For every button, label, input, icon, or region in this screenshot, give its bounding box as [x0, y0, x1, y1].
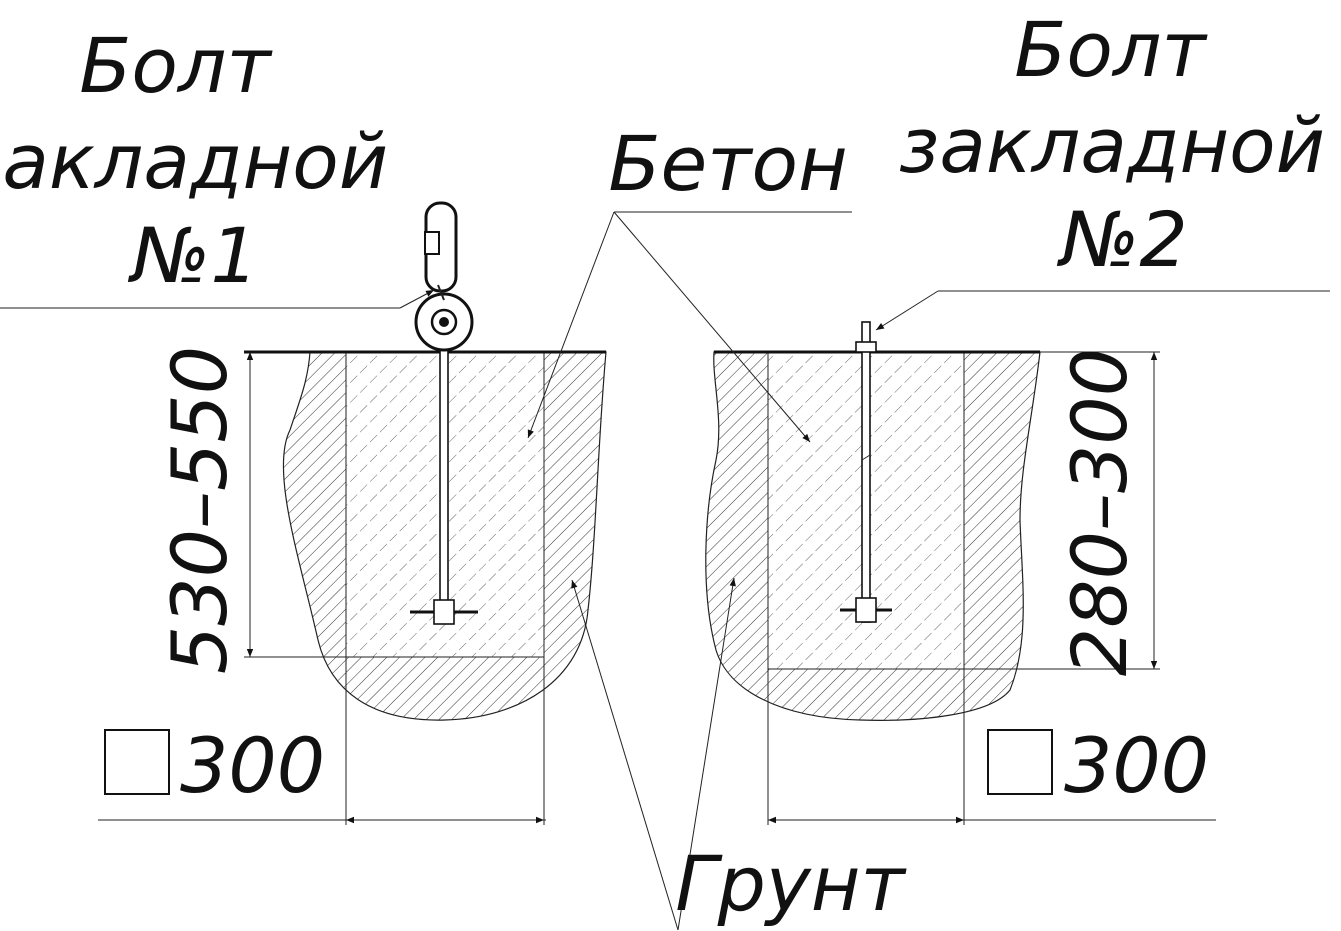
foundation-2	[705, 321, 1160, 825]
leader-soil	[571, 577, 736, 931]
depth-label-1: 530–550	[155, 346, 244, 674]
foundation-1	[244, 201, 607, 825]
dimension-width-1: 300	[98, 721, 546, 824]
bolt-2-label-line-2: закладной	[899, 101, 1325, 190]
bolt-1-label-line-1: Болт	[79, 21, 273, 110]
bolt-2-label-line-3: №2	[1056, 195, 1187, 284]
anchor-bolt-2	[840, 321, 892, 623]
width-label-2: 300	[1064, 721, 1209, 810]
square-symbol-2	[987, 729, 1053, 795]
leader-bolt-1	[0, 289, 435, 309]
soil-label: Грунт	[675, 839, 907, 928]
bolt-1-label: Болт закладной №1	[0, 21, 388, 300]
leader-concrete	[527, 211, 852, 443]
concrete-label: Бетон	[608, 119, 847, 208]
anchor-bolt-1	[410, 201, 478, 625]
dimension-depth-2: 280–300	[1055, 348, 1158, 676]
dimension-depth-1: 530–550	[155, 346, 254, 674]
square-symbol-1	[104, 729, 170, 795]
leader-bolt-2	[875, 290, 1330, 331]
bolt-1-label-line-2: закладной	[0, 117, 388, 206]
depth-label-2: 280–300	[1055, 348, 1144, 676]
bolt-1-label-line-3: №1	[127, 211, 258, 300]
bolt-2-label: Болт закладной №2	[899, 5, 1325, 284]
bolt-2-label-line-1: Болт	[1014, 5, 1208, 94]
dimension-width-2: 300	[768, 721, 1216, 824]
width-label-1: 300	[180, 721, 325, 810]
